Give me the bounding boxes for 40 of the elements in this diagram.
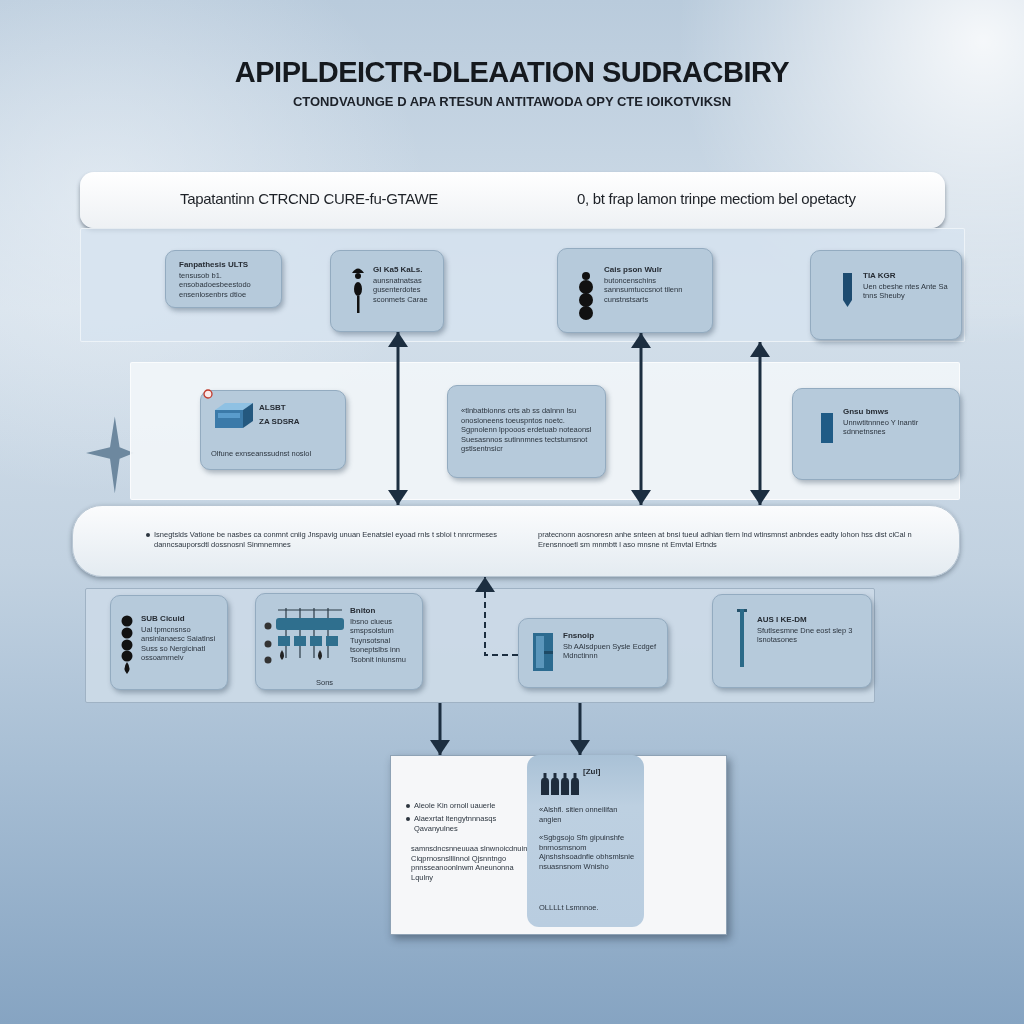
- card-heading: TIA KGR: [863, 271, 897, 281]
- card-heading: Gnsu bmws: [843, 407, 890, 417]
- card-heading: [Zul]: [583, 767, 602, 777]
- arrow: [432, 703, 448, 755]
- info-card: [810, 250, 962, 340]
- card-heading: AUS I KE-DM: [757, 615, 808, 625]
- card-heading: Gl Ka5 KaLs.: [373, 265, 424, 275]
- double-arrow: [633, 333, 649, 505]
- subtitle: CTONDVAUNGE D APA RTESUN ANTITAWODA OPY CTE IOIKOTVIKSN: [291, 94, 733, 109]
- card-heading: SUB Cicuid: [141, 614, 186, 624]
- info-card: [165, 250, 282, 308]
- info-card: [255, 593, 423, 690]
- card-heading: ZA SDSRA: [259, 417, 301, 427]
- card-heading: Bniton: [350, 606, 377, 616]
- header-bar: [80, 172, 945, 228]
- panel-band: [85, 588, 875, 703]
- text-banner: [72, 505, 960, 577]
- double-arrow: [752, 342, 768, 505]
- header-text: Tapatantinn CTRCND CURE-fu-GTAWE: [180, 190, 439, 208]
- card-heading: ALSBT: [259, 403, 287, 413]
- info-card: [447, 385, 606, 478]
- panel-band: [80, 228, 965, 342]
- title: APIPLDEICTR-DLEAATION SUDRACBIRY: [233, 56, 791, 89]
- dashed-arrow: [477, 576, 519, 656]
- info-card: [200, 390, 346, 470]
- card-heading: Cais pson Wulr: [604, 265, 664, 275]
- card-heading: Fnsnoip: [563, 631, 596, 641]
- header-text: 0, bt frap lamon trinpe mectiom bel opetacty: [577, 190, 857, 208]
- arrow: [572, 703, 588, 755]
- panel-band: [130, 362, 960, 500]
- info-card: [518, 618, 668, 688]
- info-card: [712, 594, 872, 688]
- info-card: [110, 595, 228, 690]
- card-heading: Fanpathesis ULTS: [179, 260, 250, 270]
- double-arrow: [390, 332, 406, 505]
- content-panel: [390, 755, 727, 935]
- info-card: [330, 250, 444, 332]
- info-card: [557, 248, 713, 333]
- info-card: [527, 755, 644, 927]
- info-card: [792, 388, 960, 480]
